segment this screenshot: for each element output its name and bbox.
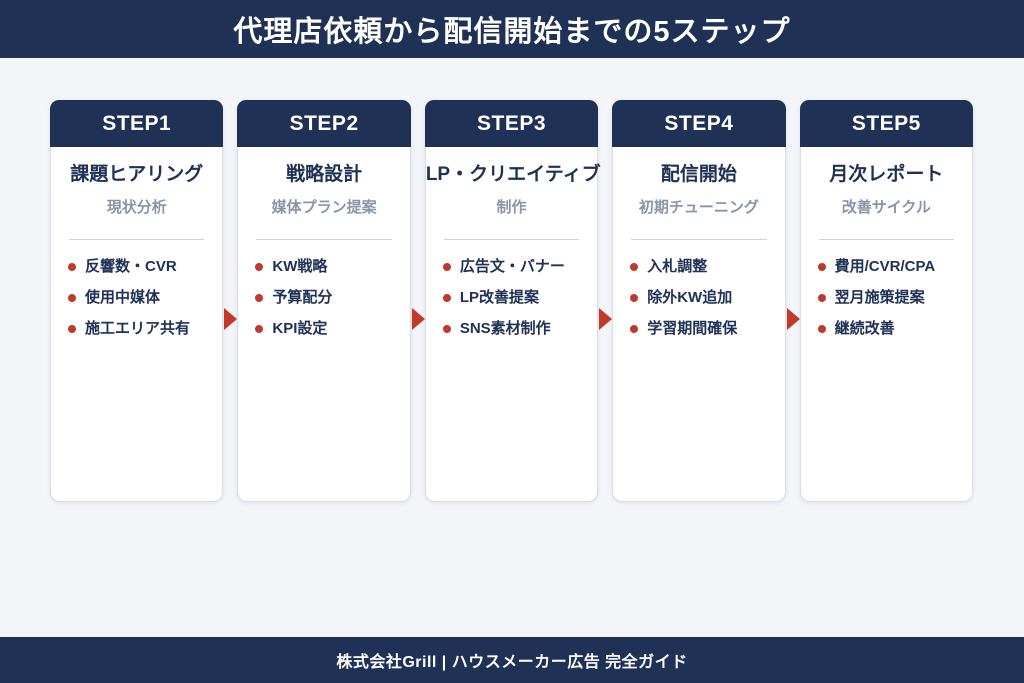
list-item-text: 費用/CVR/CPA (834, 257, 936, 275)
bullet-dot-icon (442, 324, 451, 333)
list-item: 施工エリア共有 (68, 319, 214, 339)
list-item-text: 除外KW追加 (647, 288, 733, 306)
step1-label: STEP1 (102, 111, 172, 135)
step4-title: 配信開始 (660, 164, 737, 185)
arrow-right-icon (411, 308, 425, 330)
list-item-text: 予算配分 (272, 288, 333, 306)
step3-divider (443, 238, 580, 240)
step5-item-list: 費用/CVR/CPA 翌月施策提案 継続改善 (801, 257, 972, 339)
bullet-dot-icon (817, 262, 826, 271)
list-item: 反響数・CVR (68, 257, 214, 277)
list-item-text: 反響数・CVR (85, 257, 177, 275)
list-item: 学習期間確保 (630, 319, 776, 339)
step5-label: STEP5 (851, 111, 921, 135)
step5-subtitle: 改善サイクル (841, 198, 931, 216)
bullet-dot-icon (255, 293, 264, 302)
step3-item-list: 広告文・バナー LP改善提案 SNS素材制作 (426, 257, 597, 339)
step2-body: 戦略設計 媒体プラン提案 KW戦略 予算配分 (238, 147, 409, 350)
arrow-right-icon (786, 308, 800, 330)
step-card-3: STEP3 LP・クリエイティブ 制作 広告文・バナー LP改善提案 (424, 100, 601, 502)
bullet-dot-icon (630, 262, 639, 271)
arrow-right-icon (224, 308, 238, 330)
list-item-text: 施工エリア共有 (85, 319, 191, 337)
bullet-dot-icon (817, 293, 826, 302)
list-item: 広告文・バナー (442, 257, 589, 277)
bullet-dot-icon (255, 324, 264, 333)
step1-item-list: 反響数・CVR 使用中媒体 施工エリア共有 (51, 257, 222, 339)
list-item-text: 使用中媒体 (85, 288, 161, 306)
step5-title: 月次レポート (829, 164, 944, 185)
step4-divider (631, 238, 767, 240)
bullet-dot-icon (442, 262, 451, 271)
header-banner: 代理店依頼から配信開始までの5ステップ (0, 0, 1024, 58)
step1-body: 課題ヒアリング 現状分析 反響数・CVR 使用中媒体 (51, 147, 222, 350)
step3-title: LP・クリエイティブ (425, 164, 601, 185)
step4-subtitle: 初期チューニング (638, 198, 759, 216)
list-item-text: 継続改善 (834, 319, 895, 337)
step1-title: 課題ヒアリング (70, 164, 204, 185)
bullet-dot-icon (817, 324, 826, 333)
step-card-5: STEP5 月次レポート 改善サイクル 費用/CVR/CPA 翌月施策提案 (799, 100, 974, 502)
step2-title: 戦略設計 (286, 164, 363, 185)
step1-header: STEP1 (50, 100, 224, 147)
step5-header: STEP5 (799, 100, 974, 147)
bullet-dot-icon (68, 293, 76, 302)
list-item-text: SNS素材制作 (459, 319, 551, 337)
step2-divider (256, 238, 392, 240)
list-item-text: 入札調整 (647, 257, 708, 275)
step2-header: STEP2 (237, 100, 411, 147)
arrow-right-icon (599, 308, 613, 330)
step2-item-list: KW戦略 予算配分 KPI設定 (238, 257, 409, 339)
step3-header: STEP3 (424, 100, 599, 147)
list-item: 除外KW追加 (630, 288, 776, 308)
step1-subtitle: 現状分析 (106, 198, 167, 216)
bullet-dot-icon (68, 262, 76, 271)
step4-header: STEP4 (612, 100, 786, 147)
step3-subtitle: 制作 (496, 198, 527, 216)
list-item-text: LP改善提案 (459, 288, 539, 306)
step-card-1: STEP1 課題ヒアリング 現状分析 反響数・CVR 使用中媒体 (50, 100, 224, 502)
list-item: 翌月施策提案 (817, 288, 964, 308)
step5-body: 月次レポート 改善サイクル 費用/CVR/CPA 翌月施策提案 (801, 147, 972, 350)
bullet-dot-icon (630, 324, 639, 333)
step1-divider (69, 238, 205, 240)
list-item: KPI設定 (255, 319, 401, 339)
step4-item-list: 入札調整 除外KW追加 学習期間確保 (613, 257, 784, 339)
list-item: 入札調整 (630, 257, 776, 277)
step-card-4: STEP4 配信開始 初期チューニング 入札調整 除外KW追加 (612, 100, 786, 502)
footer-text: 株式会社Grill | ハウスメーカー広告 完全ガイド (336, 654, 688, 671)
step2-subtitle: 媒体プラン提案 (271, 198, 377, 216)
bullet-dot-icon (68, 324, 76, 333)
step5-divider (818, 238, 955, 240)
list-item: 使用中媒体 (68, 288, 214, 308)
list-item-text: 学習期間確保 (647, 319, 738, 337)
step4-body: 配信開始 初期チューニング 入札調整 除外KW追加 (613, 147, 784, 350)
step-card-2: STEP2 戦略設計 媒体プラン提案 KW戦略 予算配分 (237, 100, 411, 502)
step2-label: STEP2 (289, 111, 359, 135)
list-item-text: 広告文・バナー (459, 257, 565, 275)
list-item-text: 翌月施策提案 (834, 288, 925, 306)
list-item: LP改善提案 (442, 288, 589, 308)
step4-label: STEP4 (664, 111, 734, 135)
list-item: 費用/CVR/CPA (817, 257, 964, 277)
list-item: 継続改善 (817, 319, 964, 339)
list-item: 予算配分 (255, 288, 401, 308)
step3-body: LP・クリエイティブ 制作 広告文・バナー LP改善提案 (425, 147, 601, 350)
footer-banner: 株式会社Grill | ハウスメーカー広告 完全ガイド (0, 637, 1024, 683)
step3-label: STEP3 (477, 111, 547, 135)
content-area: STEP1 課題ヒアリング 現状分析 反響数・CVR 使用中媒体 (0, 58, 1024, 637)
steps-row: STEP1 課題ヒアリング 現状分析 反響数・CVR 使用中媒体 (50, 100, 974, 502)
page-title: 代理店依頼から配信開始までの5ステップ (233, 16, 791, 48)
bullet-dot-icon (442, 293, 451, 302)
list-item-text: KPI設定 (272, 319, 328, 337)
list-item-text: KW戦略 (272, 257, 328, 275)
list-item: SNS素材制作 (442, 319, 589, 339)
list-item: KW戦略 (255, 257, 401, 277)
bullet-dot-icon (255, 262, 264, 271)
bullet-dot-icon (630, 293, 639, 302)
